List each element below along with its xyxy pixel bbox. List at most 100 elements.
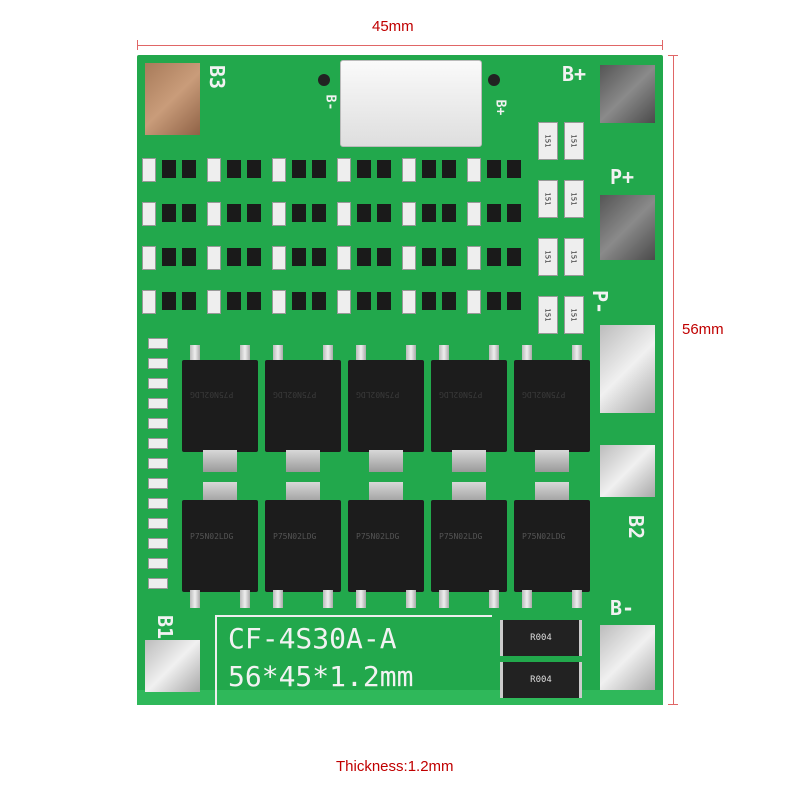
smd-resistor [148, 458, 168, 469]
resistor-marking: 151 [570, 250, 578, 264]
mosfet-leg [190, 590, 200, 608]
shunt-marking: R004 [530, 633, 552, 643]
smd-transistor [182, 204, 196, 222]
smd-resistor [142, 202, 156, 226]
smd-resistor [207, 202, 221, 226]
smd-resistor [142, 290, 156, 314]
smd-resistor [207, 158, 221, 182]
mosfet-leg [323, 590, 333, 608]
mosfet-leg [273, 345, 283, 363]
smd-transistor [182, 160, 196, 178]
mosfet-leg [273, 590, 283, 608]
mosfet [182, 360, 258, 452]
height-label: 56mm [682, 321, 724, 338]
smd-transistor [162, 248, 176, 266]
mosfet [514, 500, 590, 592]
mosfet-marking: P75N02LDG [439, 532, 483, 541]
mosfet [265, 360, 341, 452]
smd-resistor [402, 290, 416, 314]
mosfet-tab [369, 482, 403, 504]
smd-transistor [357, 248, 371, 266]
resistor-151: 151 [564, 296, 584, 334]
smd-transistor [507, 248, 521, 266]
smd-resistor [272, 202, 286, 226]
pad-b-plus [600, 65, 655, 123]
smd-transistor [442, 292, 456, 310]
smd-transistor [312, 204, 326, 222]
mosfet-tab [203, 450, 237, 472]
mosfet-leg [356, 590, 366, 608]
mosfet-tab [535, 482, 569, 504]
resistor-151: 151 [564, 122, 584, 160]
mosfet-tab [286, 450, 320, 472]
label-p-plus: P+ [610, 165, 635, 189]
mosfet-leg [439, 590, 449, 608]
pad-p-plus [600, 195, 655, 260]
smd-resistor [337, 290, 351, 314]
smd-transistor [357, 204, 371, 222]
label-b-minus-top: B- [322, 94, 338, 111]
smd-transistor [357, 292, 371, 310]
silkscreen-frame [215, 615, 492, 705]
pad-p-minus [600, 325, 655, 413]
smd-transistor [182, 248, 196, 266]
mosfet [182, 500, 258, 592]
mosfet [348, 360, 424, 452]
smd-transistor [487, 292, 501, 310]
shunt-marking: R004 [530, 675, 552, 685]
smd-resistor [402, 202, 416, 226]
label-p-minus: P- [588, 289, 613, 315]
smd-transistor [487, 204, 501, 222]
mosfet-tab [452, 482, 486, 504]
resistor-151: 151 [564, 180, 584, 218]
smd-transistor [487, 248, 501, 266]
shunt-resistor: R004 [500, 662, 582, 698]
shunt-resistor: R004 [500, 620, 582, 656]
smd-transistor [292, 292, 306, 310]
mosfet-marking: P75N02LDG [522, 390, 566, 399]
width-tick-right [662, 40, 663, 50]
smd-transistor [507, 204, 521, 222]
resistor-151: 151 [538, 296, 558, 334]
smd-transistor [162, 160, 176, 178]
width-dimension-line [137, 45, 663, 46]
resistor-151: 151 [538, 238, 558, 276]
mosfet-marking: P75N02LDG [273, 390, 317, 399]
smd-transistor [247, 160, 261, 178]
mosfet-leg [522, 590, 532, 608]
smd-transistor [247, 204, 261, 222]
mosfet-tab [369, 450, 403, 472]
smd-transistor [227, 160, 241, 178]
smd-transistor [422, 204, 436, 222]
mosfet-marking: P75N02LDG [439, 390, 483, 399]
label-b1: B1 [153, 614, 178, 640]
width-label: 45mm [372, 18, 414, 35]
label-b-plus: B+ [562, 62, 587, 86]
smd-resistor [272, 290, 286, 314]
smd-resistor [148, 338, 168, 349]
smd-resistor [272, 246, 286, 270]
smd-resistor [272, 158, 286, 182]
smd-resistor [337, 158, 351, 182]
resistor-151: 151 [564, 238, 584, 276]
smd-transistor [377, 292, 391, 310]
smd-transistor [442, 204, 456, 222]
smd-resistor [467, 290, 481, 314]
connector-hole [318, 74, 330, 86]
smd-resistor [148, 538, 168, 549]
mosfet-leg [240, 590, 250, 608]
smd-resistor [207, 290, 221, 314]
pad-b-minus [600, 625, 655, 690]
smd-resistor [467, 158, 481, 182]
connector-hole [488, 74, 500, 86]
smd-resistor [337, 246, 351, 270]
smd-transistor [247, 248, 261, 266]
mosfet-leg [190, 345, 200, 363]
mosfet-leg [406, 590, 416, 608]
thickness-label: Thickness:1.2mm [336, 758, 454, 775]
smd-transistor [312, 248, 326, 266]
size-label: 56*45*1.2mm [228, 660, 414, 693]
smd-resistor [467, 202, 481, 226]
label-b2: B2 [624, 514, 649, 540]
smd-resistor [148, 478, 168, 489]
